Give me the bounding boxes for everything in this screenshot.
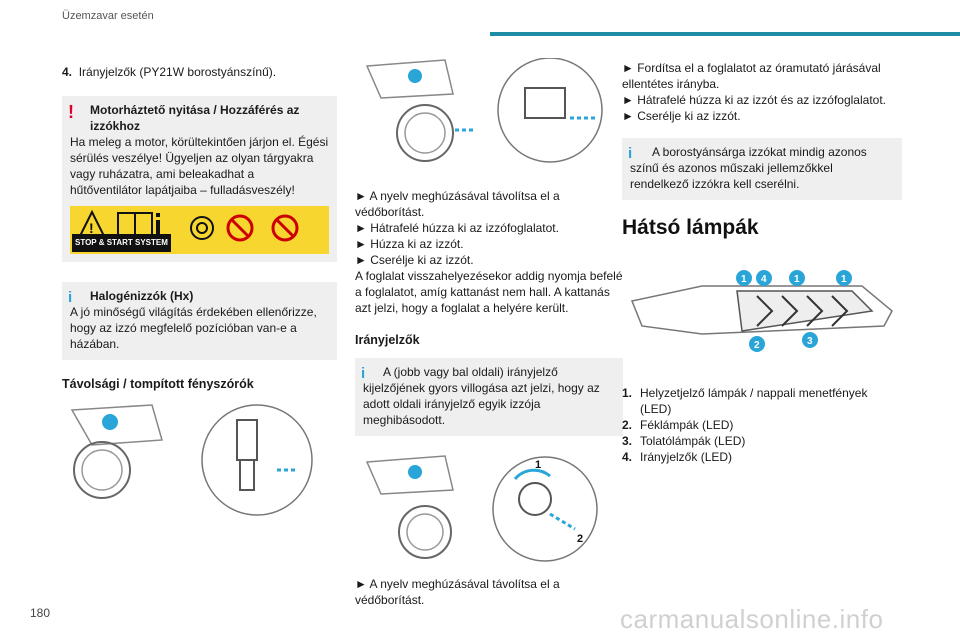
warning-body: Ha meleg a motor, körültekintően járjon … (70, 135, 329, 197)
column-right: ► Fordítsa el a foglalatot az óramutató … (622, 60, 902, 465)
step-item: ► Cserélje ki az izzót. (355, 253, 474, 267)
warning-box: ! Motorháztető nyitása / Hozzáférés az i… (62, 96, 337, 262)
step-item: ► Hátrafelé húzza ki az izzófoglalatot. (355, 221, 559, 235)
header-accent-bar (490, 32, 960, 36)
callout-1: 1 (535, 459, 541, 471)
callout-2: 2 (577, 533, 583, 545)
column-middle: ► A nyelv meghúzásával távolítsa el a vé… (355, 50, 623, 608)
stop-start-label: STOP & START SYSTEM (72, 234, 171, 252)
warning-title: Motorháztető nyitása / Hozzáférés az izz… (90, 103, 300, 133)
headlamp-cover-illustration (365, 57, 603, 163)
rear-lamp-legend: 1.Helyzetjelző lámpák / nappali menetfén… (622, 385, 902, 465)
page-number: 180 (30, 606, 51, 620)
list-item-4: 4. Irányjelzők (PY21W borostyánszínű). (62, 65, 277, 79)
svg-text:!: ! (89, 220, 94, 236)
callout-1: 1 (794, 274, 800, 285)
info-body: A jó minőségű világítás érdekében ellenő… (70, 305, 317, 351)
step-item: ► Húzza ki az izzót. (355, 237, 464, 251)
info-box-indicators: i A (jobb vagy bal oldali) irányjelző ki… (355, 358, 623, 436)
headlamp-bulb-illustration (70, 404, 313, 516)
steps-list-1: ► A nyelv meghúzásával távolítsa el a vé… (355, 188, 623, 268)
list-item: 4.Irányjelzők (LED) (622, 450, 733, 464)
step-item: ► A nyelv meghúzásával távolítsa el a vé… (355, 189, 560, 219)
step-item: ► Cserélje ki az izzót. (622, 109, 741, 123)
step-item: ► Hátrafelé húzza ki az izzót és az izzó… (622, 93, 886, 107)
section-heading-rear-lamps: Hátsó lámpák (622, 216, 759, 239)
list-item: 1.Helyzetjelző lámpák / nappali menetfén… (622, 386, 868, 416)
column-left: 4. Irányjelzők (PY21W borostyánszínű). !… (62, 64, 337, 532)
warning-pictograms-icon: ! (78, 209, 299, 242)
info-title: Halogénizzók (Hx) (90, 289, 194, 303)
section-header: Üzemzavar esetén (62, 10, 154, 22)
list-item: 3.Tolatólámpák (LED) (622, 434, 746, 448)
stop-start-warning-label: ! STOP & START SYSTEM (70, 206, 329, 254)
callout-4: 4 (761, 274, 767, 285)
info-body: A (jobb vagy bal oldali) irányjelző kije… (363, 365, 600, 427)
rear-lamp-illustration: 1 4 1 1 2 3 (630, 270, 893, 352)
watermark: carmanualsonline.info (620, 604, 884, 634)
info-body: A borostyánsárga izzókat mindig azonos s… (630, 145, 867, 191)
step-item: ► Fordítsa el a foglalatot az óramutató … (622, 61, 881, 91)
list-item: 2.Féklámpák (LED) (622, 418, 734, 432)
callout-2: 2 (754, 340, 760, 351)
info-icon: i (628, 145, 633, 162)
indicator-socket-illustration: 1 2 (365, 455, 598, 562)
info-icon: i (68, 289, 73, 306)
section-heading-headlamps: Távolsági / tompított fényszórók (62, 377, 254, 391)
callout-1: 1 (841, 274, 847, 285)
info-icon: i (361, 365, 366, 382)
step-item: ► A nyelv meghúzásával távolítsa el a vé… (355, 577, 560, 607)
info-box-halogen: i Halogénizzók (Hx) A jó minőségű világí… (62, 282, 337, 360)
callout-3: 3 (807, 336, 813, 347)
warning-icon: ! (68, 102, 74, 122)
info-box-amber-bulbs: i A borostyánsárga izzókat mindig azonos… (622, 138, 902, 200)
reinstall-paragraph: A foglalat visszahelyezésekor addig nyom… (355, 269, 623, 315)
callout-1: 1 (741, 274, 747, 285)
subheading-indicators: Irányjelzők (355, 333, 420, 347)
